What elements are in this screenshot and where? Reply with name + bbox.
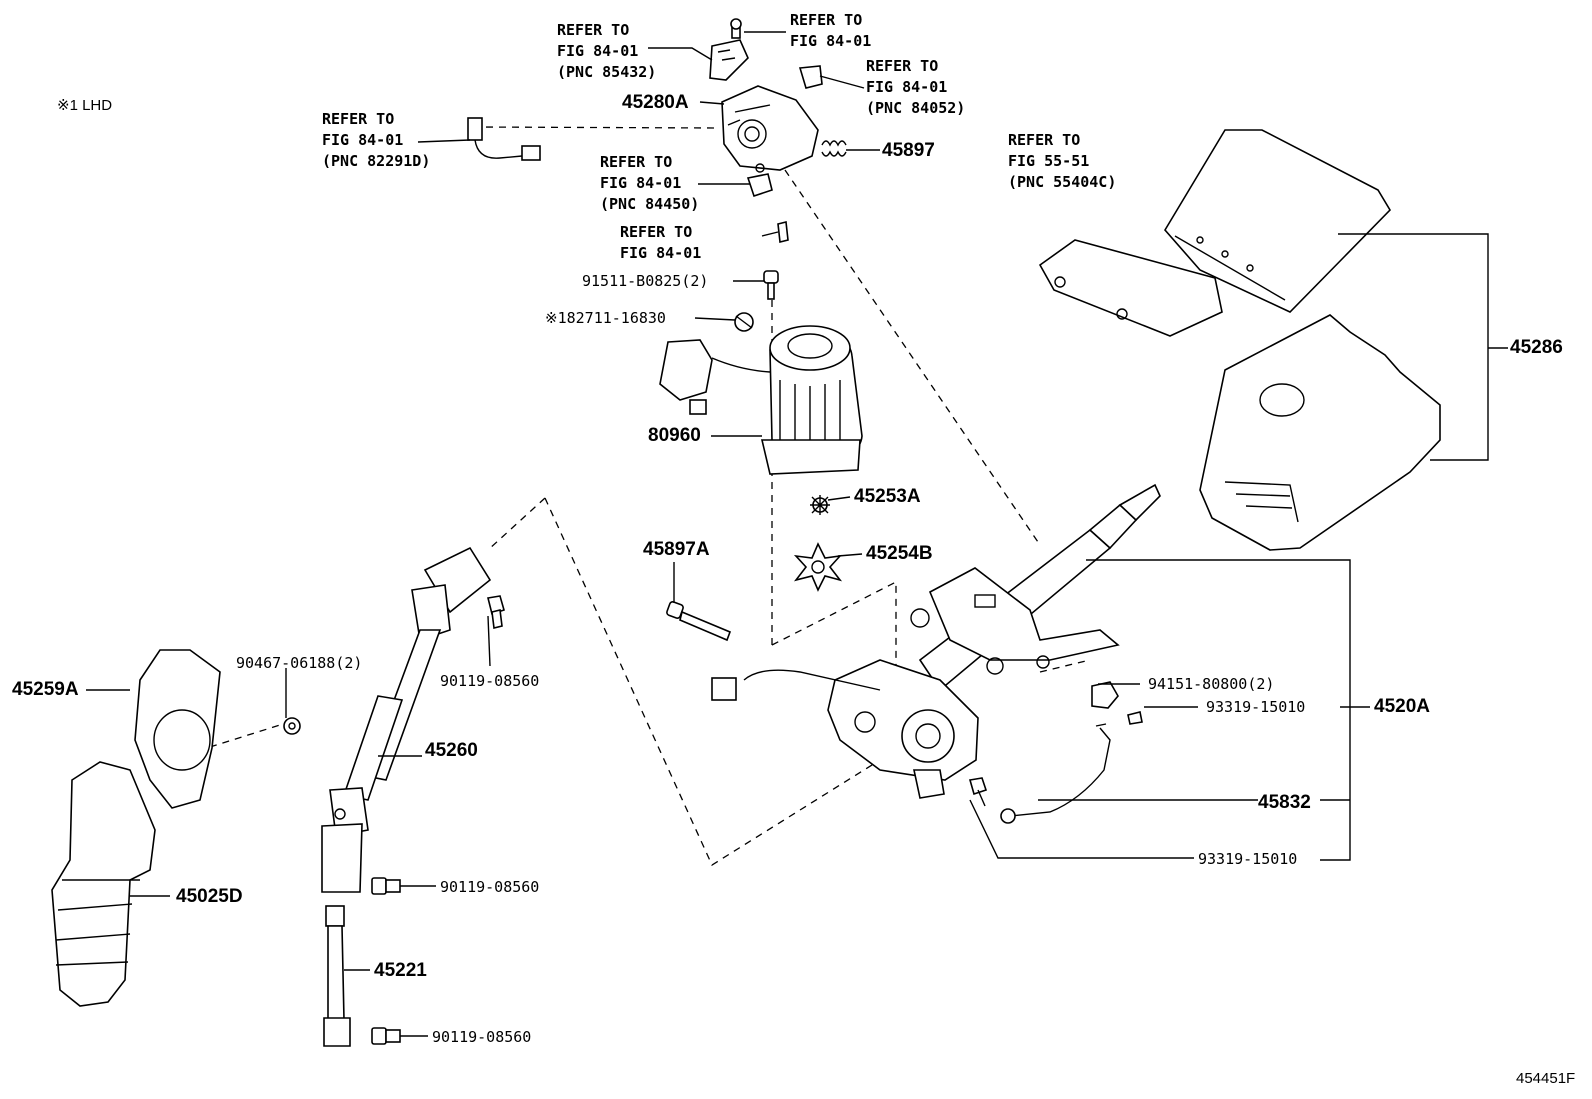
part-label-45832[interactable]: 45832	[1258, 792, 1311, 813]
part-label-94151[interactable]: 94151-80800(2)	[1148, 675, 1275, 693]
connector-84450-icon	[746, 163, 773, 198]
gear-45253A-icon	[810, 495, 830, 515]
ref-line2: FIG 84-01	[322, 131, 404, 149]
bolt-90119-a-icon	[487, 595, 505, 629]
ground-strap-45832-icon	[1000, 723, 1111, 824]
column-cover-55404C-icon	[1038, 239, 1223, 337]
bolt-45897A-icon	[666, 601, 732, 642]
part-label-90467[interactable]: 90467-06188(2)	[236, 654, 363, 672]
upper-cover-45286-icon	[1164, 129, 1392, 313]
lhd-note-text: LHD	[82, 97, 113, 114]
part-label-4520A[interactable]: 4520A	[1374, 696, 1430, 717]
clamp-82711-icon	[734, 312, 754, 332]
bolt-90119-b-icon	[371, 877, 401, 895]
ref-label-screw-2[interactable]: REFER TO FIG 84-01	[620, 222, 701, 264]
boot-45025D-icon	[51, 761, 156, 1007]
ref-line2: FIG 84-01	[557, 42, 639, 60]
ref-line3: (PNC 84052)	[866, 99, 966, 117]
part-number: 82711-16830	[566, 309, 666, 327]
switch-housing-45280A-icon	[721, 85, 819, 171]
part-label-45253A[interactable]: 45253A	[854, 486, 921, 507]
bolt-91511-icon	[763, 270, 779, 300]
ref-line1: REFER TO	[790, 11, 863, 29]
ref-line2: FIG 55-51	[1008, 152, 1090, 170]
ref-line1: REFER TO	[557, 21, 630, 39]
clip-84052-icon	[798, 65, 823, 89]
lhd-note: ※1 LHD	[57, 96, 112, 114]
part-label-45286[interactable]: 45286	[1510, 337, 1563, 358]
screw-93319-b-icon	[968, 777, 988, 807]
lhd-note-mark: ※1	[57, 97, 78, 114]
nut-94151-icon	[1091, 681, 1119, 709]
ref-label-82291D[interactable]: REFER TO FIG 84-01 (PNC 82291D)	[322, 109, 430, 172]
lhd-mark: ※1	[545, 309, 567, 327]
ref-label-55404C[interactable]: REFER TO FIG 55-51 (PNC 55404C)	[1008, 130, 1116, 193]
ref-line1: REFER TO	[620, 223, 693, 241]
screw-icon	[777, 221, 789, 243]
steering-column-4520A-icon	[711, 483, 1161, 799]
ref-line3: (PNC 55404C)	[1008, 173, 1117, 191]
part-label-93319-b[interactable]: 93319-15010	[1198, 850, 1298, 868]
part-label-90119-b[interactable]: 90119-08560	[440, 878, 540, 896]
screw-93319-a-icon	[1127, 711, 1143, 725]
ref-label-84052[interactable]: REFER TO FIG 84-01 (PNC 84052)	[866, 56, 965, 119]
ref-line2: FIG 84-01	[866, 78, 948, 96]
bolt-90119-c-icon	[371, 1027, 401, 1045]
part-label-93319-a[interactable]: 93319-15010	[1206, 698, 1306, 716]
spring-45897-icon	[821, 140, 847, 157]
wire-harness-82291D-icon	[467, 117, 541, 161]
part-label-91511[interactable]: 91511-B0825(2)	[582, 272, 709, 290]
figure-id: 454451F	[1516, 1070, 1576, 1087]
shaft-45221-icon	[323, 905, 351, 1047]
part-label-45254B[interactable]: 45254B	[866, 543, 933, 564]
lower-cover-icon	[1199, 314, 1441, 551]
bracket-45259A-icon	[134, 649, 221, 809]
part-label-82711[interactable]: ※182711-16830	[545, 309, 666, 327]
ref-line2: FIG 84-01	[620, 244, 702, 262]
part-label-90119-a[interactable]: 90119-08560	[440, 672, 540, 690]
part-label-90119-c[interactable]: 90119-08560	[432, 1028, 532, 1046]
ref-label-85432[interactable]: REFER TO FIG 84-01 (PNC 85432)	[557, 20, 656, 83]
ref-line2: FIG 84-01	[790, 32, 872, 50]
part-label-45260[interactable]: 45260	[425, 740, 478, 761]
part-label-45025D[interactable]: 45025D	[176, 886, 243, 907]
ref-line1: REFER TO	[1008, 131, 1081, 149]
ref-line3: (PNC 84450)	[600, 195, 700, 213]
leader-lines	[86, 31, 1508, 1037]
part-label-45280A[interactable]: 45280A	[622, 92, 689, 113]
coupling-45254B-icon	[793, 542, 843, 592]
part-label-45221[interactable]: 45221	[374, 960, 427, 981]
ref-line1: REFER TO	[600, 153, 673, 171]
ref-line3: (PNC 85432)	[557, 63, 657, 81]
part-label-45897[interactable]: 45897	[882, 140, 935, 161]
ref-line3: (PNC 82291D)	[322, 152, 431, 170]
ref-label-screw[interactable]: REFER TO FIG 84-01	[790, 10, 871, 52]
part-label-80960[interactable]: 80960	[648, 425, 701, 446]
ref-label-84450[interactable]: REFER TO FIG 84-01 (PNC 84450)	[600, 152, 699, 215]
ref-line2: FIG 84-01	[600, 174, 682, 192]
motor-80960-icon	[659, 325, 863, 475]
ref-line1: REFER TO	[322, 110, 395, 128]
part-label-45259A[interactable]: 45259A	[12, 679, 79, 700]
ref-line1: REFER TO	[866, 57, 939, 75]
part-label-45897A[interactable]: 45897A	[643, 539, 710, 560]
clip-90467-icon	[283, 717, 301, 735]
intermediate-shaft-45260-icon	[321, 546, 492, 893]
connector-85432-icon	[709, 18, 749, 81]
